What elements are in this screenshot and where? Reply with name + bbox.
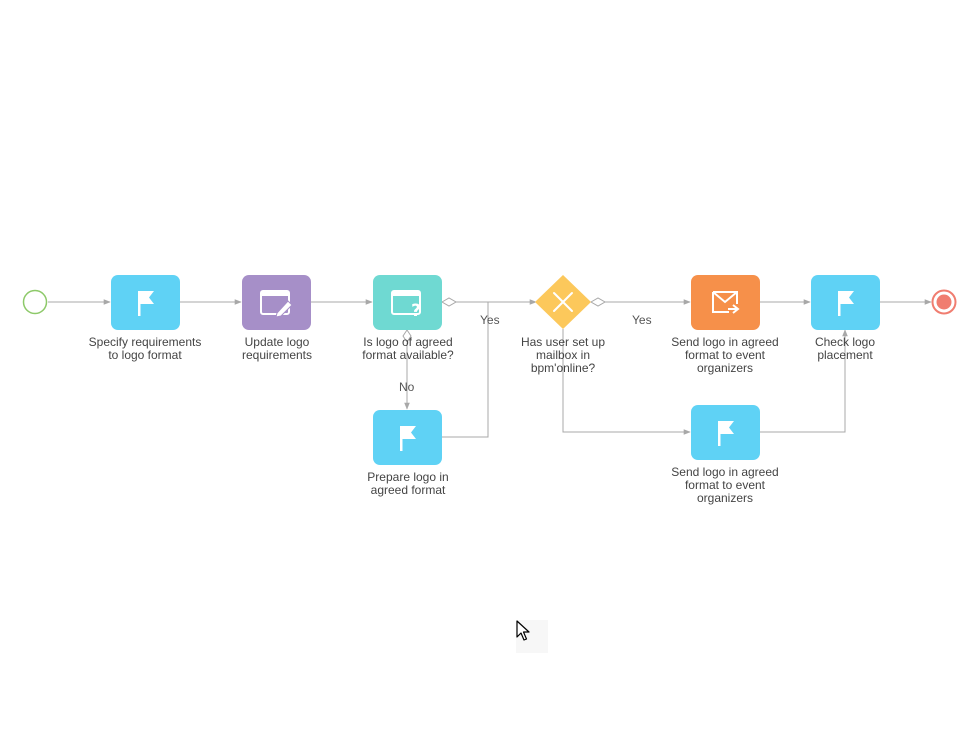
connector-sendtask-to-check[interactable] (760, 329, 848, 433)
end-event[interactable] (931, 289, 957, 315)
send-mail-icon (711, 290, 740, 314)
task-prepare-logo[interactable] (373, 410, 442, 465)
label-line: Is logo of agreed (363, 335, 453, 349)
flag-icon (399, 425, 416, 451)
flag-icon (137, 290, 154, 316)
label-line: Specify requirements (88, 335, 202, 349)
label-line: Has user set up (520, 335, 606, 349)
label-line: bpm'online? (530, 361, 596, 375)
task-specify-requirements[interactable] (111, 275, 180, 330)
task-update-requirements[interactable] (242, 275, 311, 330)
label-line: Send logo in agreed (671, 465, 779, 479)
exclusive-gateway[interactable] (535, 275, 591, 329)
flag-icon (717, 420, 734, 446)
conditional-flow-diamond (402, 329, 412, 343)
mouse-cursor-icon (516, 620, 530, 641)
label-line: placement (817, 348, 873, 362)
question-page-icon: ? (390, 289, 421, 318)
label-line: requirements (241, 348, 313, 362)
edge-label-no: No (399, 380, 415, 394)
svg-text:?: ? (411, 301, 421, 318)
task-is-logo-available[interactable]: ? (373, 275, 442, 330)
label-line: organizers (696, 491, 754, 505)
label-line: format to event (684, 478, 766, 492)
x-icon (553, 292, 573, 312)
conditional-flow-diamond (440, 297, 458, 307)
label-line: organizers (696, 361, 754, 375)
label-line: format available? (362, 348, 454, 362)
edge-label-yes: Yes (480, 313, 500, 327)
edit-page-icon (259, 289, 293, 318)
task-send-logo-manual[interactable] (691, 405, 760, 460)
start-event[interactable] (22, 289, 48, 315)
task-check-logo-placement[interactable] (811, 275, 880, 330)
label-line: Prepare logo in (367, 470, 449, 484)
conditional-flow-diamond (589, 297, 607, 307)
flag-icon (837, 290, 854, 316)
label-line: format to event (684, 348, 766, 362)
edge-label-yes: Yes (632, 313, 652, 327)
connector-hasuser-no-to-sendtask[interactable] (562, 329, 691, 435)
task-send-email-logo[interactable] (691, 275, 760, 330)
label-line: agreed format (370, 483, 446, 497)
label-line: mailbox in (535, 348, 591, 362)
label-line: Update logo (244, 335, 310, 349)
connector-prepare-to-hasuser[interactable] (442, 302, 489, 438)
label-line: Check logo (814, 335, 876, 349)
label-line: to logo format (108, 348, 182, 362)
label-line: Send logo in agreed (671, 335, 779, 349)
